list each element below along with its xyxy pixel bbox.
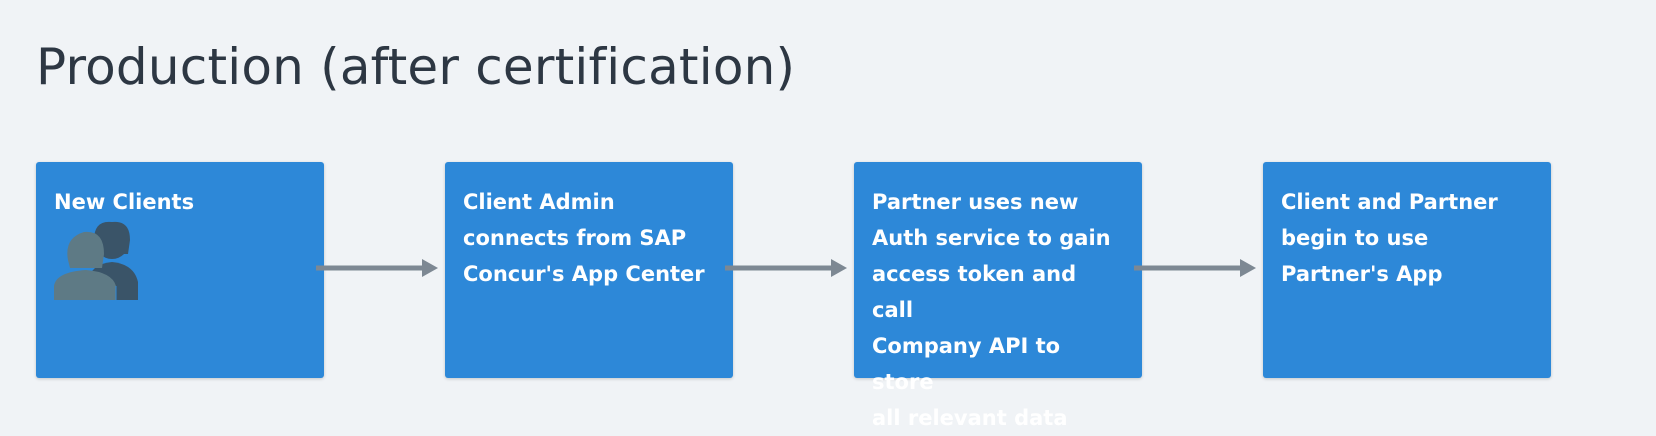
page-title: Production (after certification) bbox=[36, 38, 796, 96]
step-client-admin-connects: Client Admin connects from SAP Concur's … bbox=[445, 162, 733, 378]
step-label: New Clients bbox=[54, 190, 195, 214]
step-new-clients: New Clients bbox=[36, 162, 324, 378]
arrow-right-icon bbox=[725, 259, 847, 277]
arrow-right-icon bbox=[316, 259, 438, 277]
process-flow: New Clients Client Admin connects from S… bbox=[36, 162, 1620, 430]
arrow-right-icon bbox=[1134, 259, 1256, 277]
people-icon bbox=[54, 221, 138, 300]
step-label: Client and Partner begin to use Partner'… bbox=[1281, 190, 1498, 286]
step-client-partner-use-app: Client and Partner begin to use Partner'… bbox=[1263, 162, 1551, 378]
step-label: Client Admin connects from SAP Concur's … bbox=[463, 190, 705, 286]
step-partner-auth-service: Partner uses new Auth service to gain ac… bbox=[854, 162, 1142, 430]
step-label: Partner uses new Auth service to gain ac… bbox=[872, 190, 1111, 430]
